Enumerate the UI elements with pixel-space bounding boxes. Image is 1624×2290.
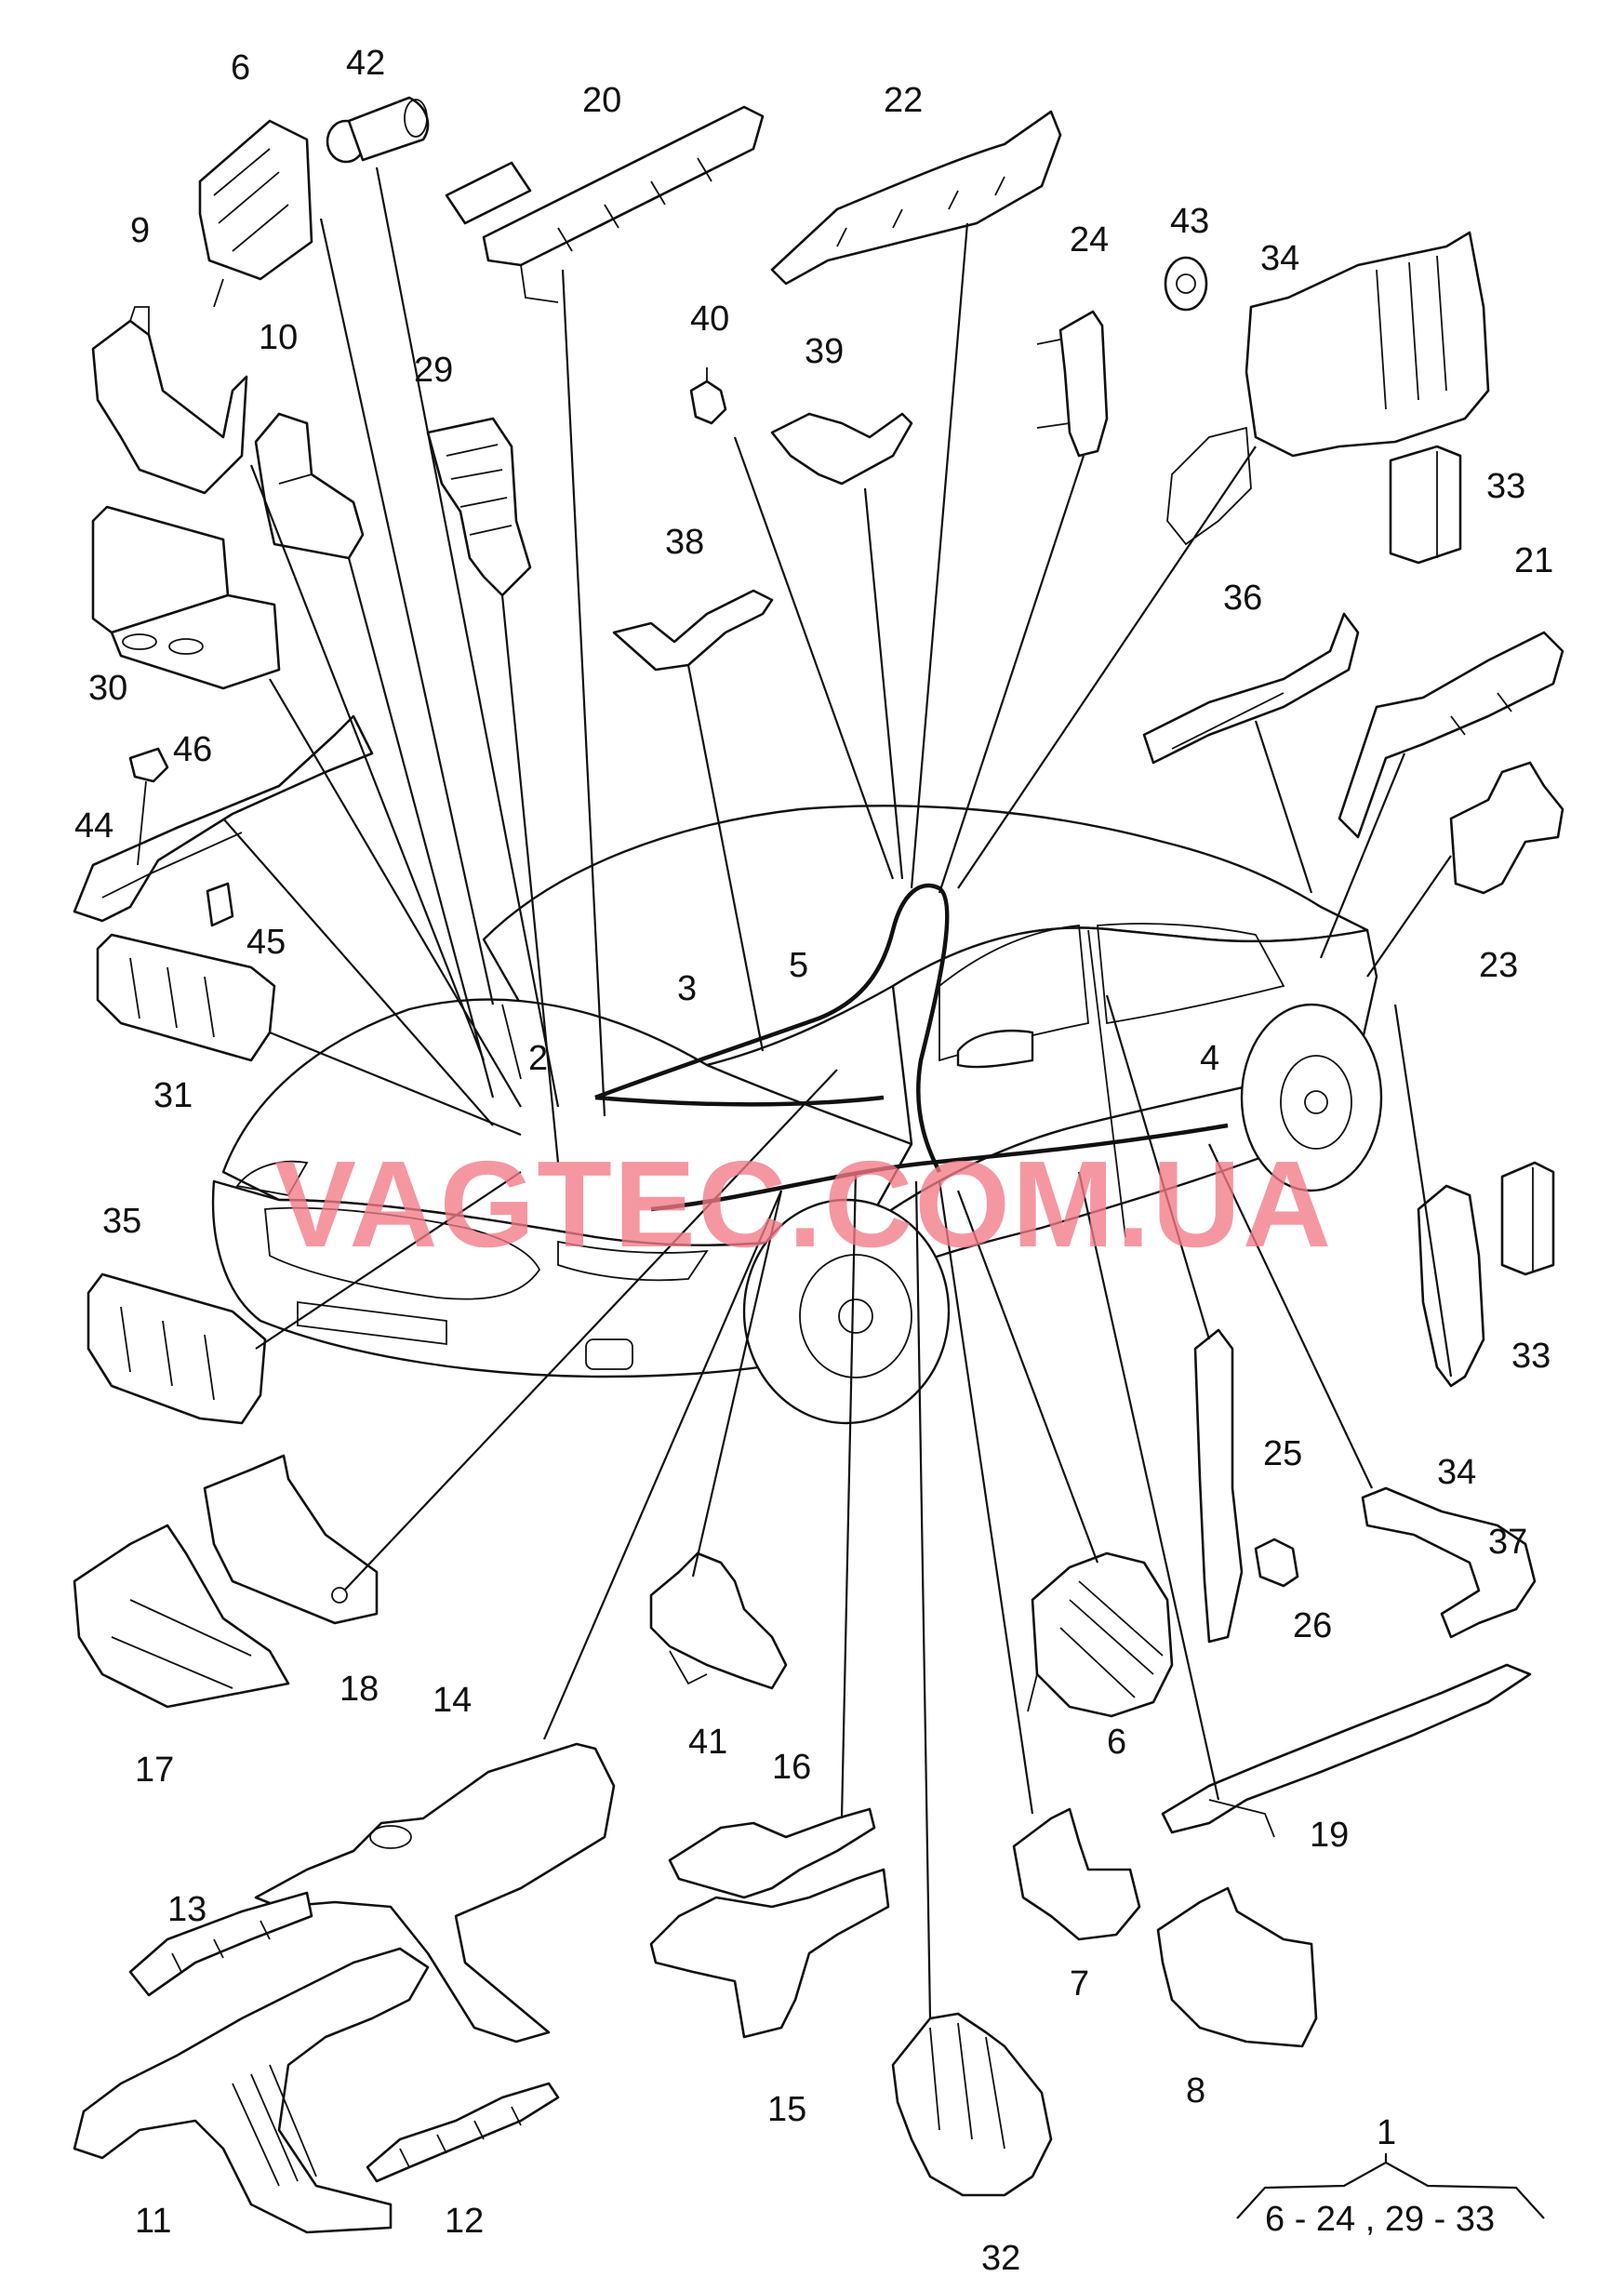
callout-25: 25 [1263,1434,1302,1473]
part-21-duct [1338,631,1564,839]
callout-6-lower: 6 [1107,1723,1126,1762]
part-43-grommet [1164,256,1208,312]
part-25-bracket [1193,1328,1244,1644]
callout-34-top: 34 [1260,239,1299,278]
part-22-duct [770,110,1062,286]
callout-33-lower: 33 [1511,1337,1551,1376]
part-18-cover [203,1454,379,1625]
callout-33-top: 33 [1486,467,1525,506]
part-8-cover [1156,1886,1318,2048]
callout-32: 32 [981,2239,1020,2278]
callout-36: 36 [1223,579,1262,618]
callout-46: 46 [173,730,212,769]
part-38-bracket [612,589,774,672]
part-34-panel-lower [1417,1184,1485,1388]
assembly-bracket: 1 6 - 24 , 29 - 33 [1236,2113,1545,2239]
callout-20: 20 [582,81,621,120]
callout-5: 5 [789,946,808,985]
part-36-duct [1142,612,1360,765]
part-34-panel [1166,231,1490,546]
callout-34-lower: 34 [1437,1453,1476,1492]
assembly-label: 1 [1377,2113,1396,2152]
part-6-control-unit [198,119,313,308]
callout-10: 10 [259,318,298,357]
callout-21: 21 [1514,541,1553,580]
part-39-bracket [770,412,913,486]
callout-22: 22 [884,81,923,120]
callout-41: 41 [688,1723,727,1762]
callout-7: 7 [1070,1964,1089,2004]
part-17-cover [73,1524,290,1709]
part-14-tunnel-cover [254,1742,616,2044]
callout-labels: 6 42 20 22 9 10 43 24 34 29 40 39 33 38 … [74,44,1553,2278]
part-13-bracket [128,1891,313,1997]
part-33-relay [1389,445,1462,565]
watermark: VAGTEC.COM.UA [274,1136,1333,1272]
part-20-duct [445,105,765,303]
part-37-duct [1361,1486,1537,1639]
callout-35: 35 [102,1202,141,1241]
callout-23: 23 [1479,946,1518,985]
callout-31: 31 [153,1076,193,1115]
callout-4: 4 [1200,1039,1219,1078]
callout-12: 12 [445,2202,484,2241]
callout-40: 40 [690,300,729,339]
callout-42: 42 [346,44,385,83]
part-7-cover [1012,1807,1141,1941]
car-body-outline [211,805,1383,1425]
callout-19: 19 [1310,1816,1349,1855]
part-45-nut [206,882,234,927]
part-40-clip [689,367,727,425]
part-23-cover [1449,761,1564,895]
callout-30: 30 [88,669,127,708]
callout-6-top: 6 [231,48,250,87]
callout-45: 45 [246,923,286,962]
callout-44: 44 [74,806,113,845]
callout-14: 14 [433,1681,472,1720]
part-15-cover [649,1868,890,2039]
part-12-bracket [366,2082,560,2183]
callout-8: 8 [1186,2071,1205,2110]
callout-9: 9 [130,211,150,250]
callout-24: 24 [1070,220,1109,260]
part-11-tunnel-duct [73,1947,430,2234]
assembly-range: 6 - 24 , 29 - 33 [1265,2200,1495,2239]
part-42-grommet [326,96,430,164]
part-19-duct [1161,1663,1532,1838]
part-33-relay-lower [1500,1161,1555,1276]
callout-38: 38 [665,523,704,562]
callout-17: 17 [135,1751,174,1790]
part-9-bracket [91,306,248,495]
callout-15: 15 [767,2090,806,2129]
callout-3: 3 [677,969,697,1008]
callout-29: 29 [414,351,453,390]
callout-39: 39 [805,332,844,371]
callout-26: 26 [1293,1606,1332,1645]
part-46-bolt [128,747,169,866]
part-26-clip [1254,1538,1299,1588]
part-41-bracket [649,1551,788,1690]
part-24-bracket [1036,310,1109,458]
part-6-control-unit-lower [1027,1551,1174,1718]
callout-37: 37 [1488,1523,1527,1562]
part-35-relay-carrier [87,1272,267,1425]
part-10-cover [254,412,365,560]
callout-13: 13 [167,1890,206,1929]
leader-lines [222,166,1453,2019]
part-16-cover [668,1807,876,1899]
callout-18: 18 [339,1670,379,1709]
callout-16: 16 [772,1748,811,1787]
callout-43: 43 [1170,202,1209,241]
part-32-control-unit [891,2012,1053,2197]
callout-2: 2 [528,1039,548,1078]
callout-11: 11 [135,2202,171,2241]
part-30-relay-box [91,505,281,690]
